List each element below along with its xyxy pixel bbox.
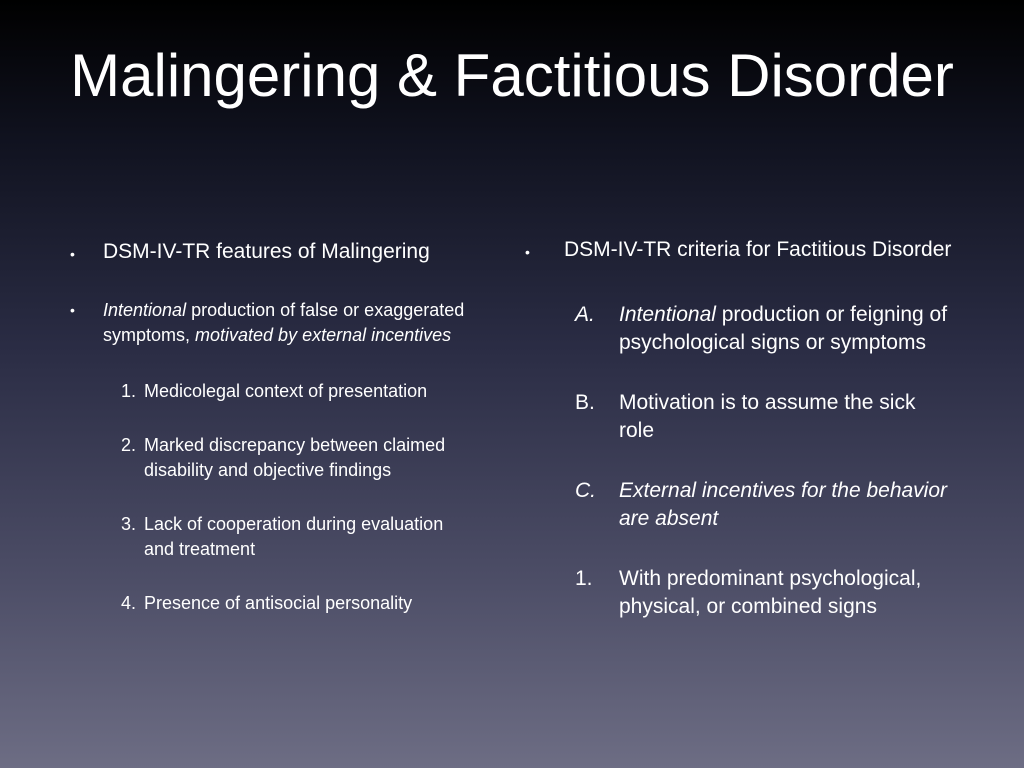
list-item-letter: B.: [575, 391, 595, 414]
list-item: 1. With predominant psychological, physi…: [525, 565, 975, 621]
list-item-number: 4.: [120, 593, 136, 613]
list-item-letter: C.: [575, 479, 596, 502]
list-item-text: Intentional production or feigning of ps…: [619, 301, 954, 357]
list-item: C. External incentives for the behavior …: [525, 477, 975, 533]
malingering-heading: DSM-IV-TR features of Malingering: [103, 240, 430, 263]
malingering-features-list: 1. Medicolegal context of presentation 2…: [70, 379, 510, 616]
malingering-heading-bullet: • DSM-IV-TR features of Malingering: [70, 238, 510, 270]
bullet-icon: •: [70, 302, 75, 318]
list-item-text: Presence of antisocial personality: [144, 593, 413, 613]
list-item-text: Medicolegal context of presentation: [144, 381, 428, 401]
left-column: • DSM-IV-TR features of Malingering • In…: [70, 238, 510, 616]
factitious-criteria-list: A. Intentional production or feigning of…: [525, 301, 975, 621]
criterion-italic: Intentional: [619, 303, 716, 326]
list-item-text: Lack of cooperation during evaluation an…: [144, 514, 444, 559]
list-item-text: Marked discrepancy between claimed disab…: [144, 435, 446, 480]
right-column: • DSM-IV-TR criteria for Factitious Diso…: [525, 236, 975, 621]
bullet-icon: •: [525, 244, 530, 260]
list-item-number: 3.: [120, 514, 136, 534]
factitious-heading: DSM-IV-TR criteria for Factitious Disord…: [564, 238, 952, 261]
list-item-letter: A.: [575, 303, 595, 326]
list-item: 2. Marked discrepancy between claimed di…: [70, 433, 510, 483]
list-item-number: 2.: [120, 435, 136, 455]
malingering-definition: Intentional production of false or exagg…: [103, 298, 510, 348]
list-item-text: With predominant psychological, physical…: [619, 567, 922, 618]
definition-text: production of false or exaggerated sympt…: [103, 300, 465, 345]
malingering-definition-bullet: • Intentional production of false or exa…: [70, 298, 510, 348]
list-item: 4. Presence of antisocial personality: [70, 591, 510, 616]
factitious-heading-bullet: • DSM-IV-TR criteria for Factitious Diso…: [525, 236, 975, 268]
bullet-icon: •: [70, 246, 75, 262]
list-item: A. Intentional production or feigning of…: [525, 301, 975, 357]
list-item-number: 1.: [575, 567, 593, 590]
slide-title: Malingering & Factitious Disorder: [70, 42, 954, 109]
list-item-number: 1.: [120, 381, 136, 401]
list-item: 1. Medicolegal context of presentation: [70, 379, 510, 404]
definition-italic-motivated: motivated by external incentives: [195, 325, 452, 345]
list-item-text: External incentives for the behavior are…: [619, 479, 948, 530]
criterion-text: production or feigning of psychological …: [619, 303, 948, 354]
list-item: B. Motivation is to assume the sick role: [525, 389, 975, 445]
list-item-text: Motivation is to assume the sick role: [619, 391, 916, 442]
definition-italic-intentional: Intentional: [103, 300, 187, 320]
list-item: 3. Lack of cooperation during evaluation…: [70, 512, 510, 562]
